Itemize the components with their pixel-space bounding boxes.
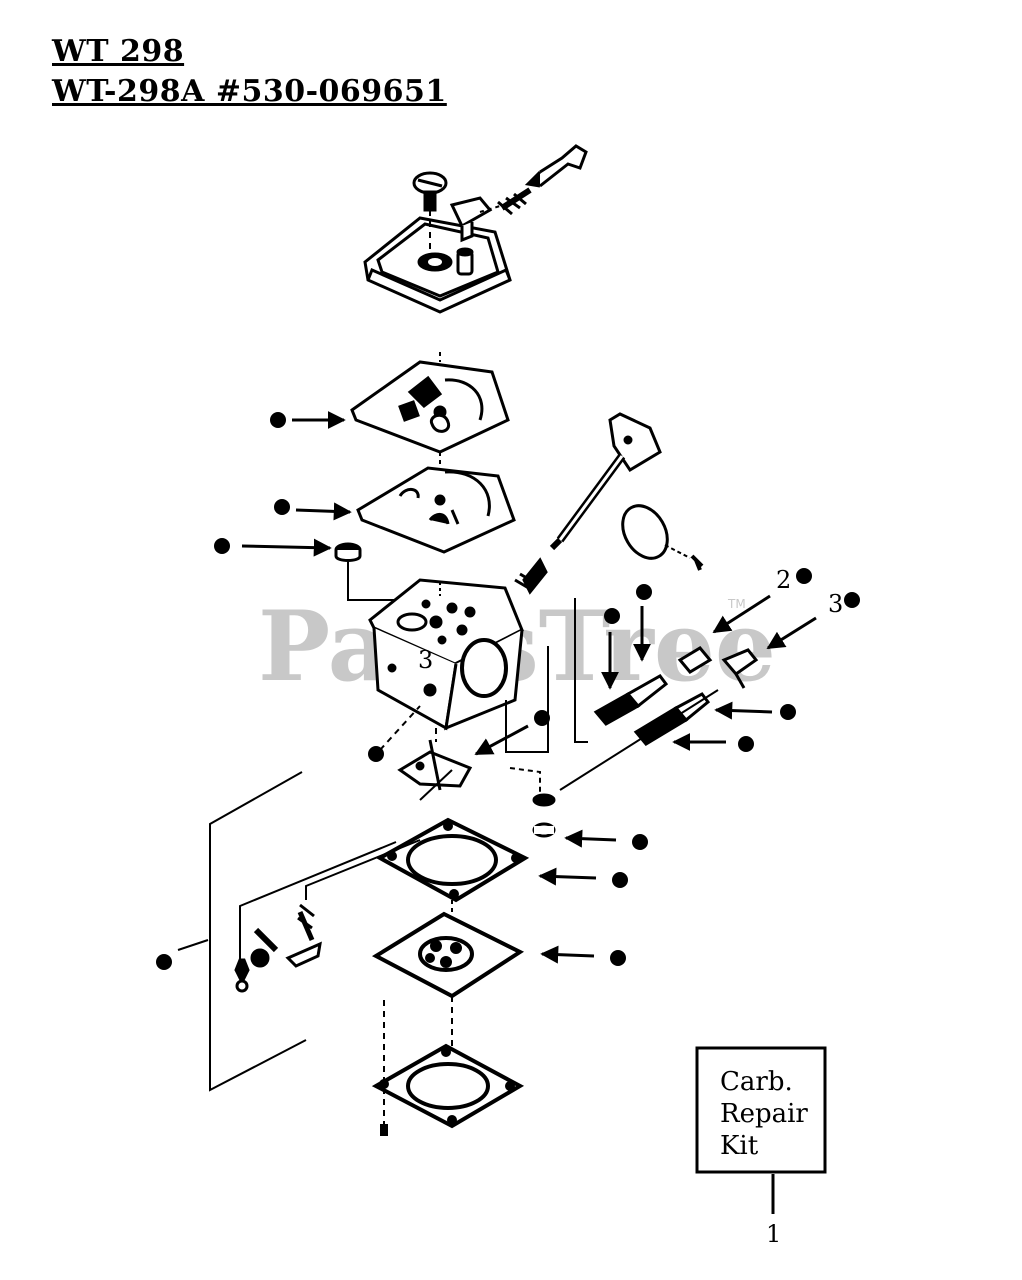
callout-item-3: 3 [828, 590, 843, 618]
carb-repair-kit-box: Carb. Repair Kit [695, 1046, 827, 1214]
inlet-screen [334, 542, 362, 562]
kit-label-line2: Repair [720, 1099, 808, 1129]
check-valve-assembly [397, 739, 556, 838]
kit-grouping-bracket [209, 771, 307, 1092]
callout-item-2: 2 [776, 566, 791, 594]
inlet-needle-lever [234, 903, 322, 993]
kit-label-line3: Kit [720, 1131, 759, 1161]
pump-cover-gasket [371, 1043, 525, 1129]
metering-diaphragm [356, 466, 516, 554]
kit-indicator-arrows [241, 411, 817, 964]
watermark-trademark: TM [727, 597, 746, 611]
diagram-title-model: WT 298 [52, 34, 185, 69]
kit-label-line1: Carb. [720, 1067, 793, 1097]
pump-gasket [375, 817, 530, 903]
throttle-shaft-assembly [514, 412, 704, 595]
upper-gasket [350, 360, 510, 454]
carburetor-body [368, 578, 524, 731]
callout-item-1: 1 [766, 1220, 781, 1248]
pump-diaphragm [371, 911, 525, 999]
diagram-title-part-number: WT-298A #530-069651 [52, 74, 447, 109]
body-item-mark: 3 [418, 646, 433, 674]
pump-cover-assembly [363, 144, 588, 314]
